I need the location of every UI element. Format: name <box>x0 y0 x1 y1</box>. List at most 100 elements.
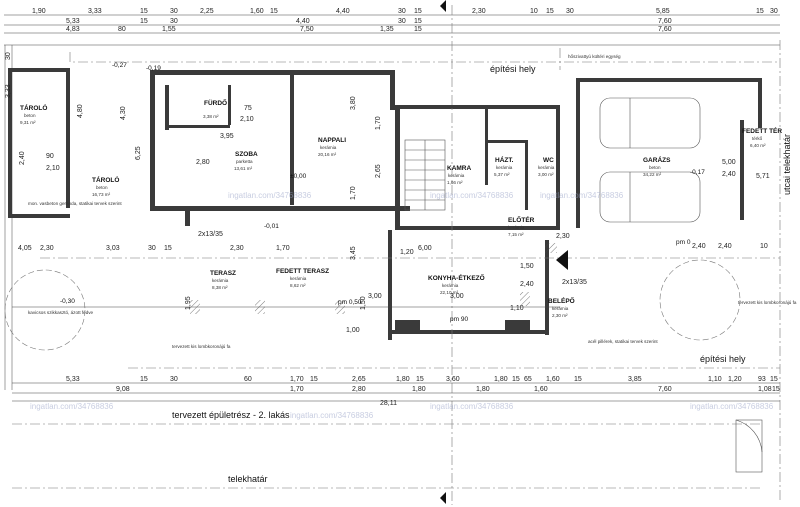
garage-cars <box>599 97 701 223</box>
dim-label: 30 <box>770 8 778 15</box>
room-covered-area: FEDETT TÉR térkő 6,40 m² <box>742 126 782 148</box>
dim-label: 15 <box>414 18 422 25</box>
room-area: 9,31 m² <box>20 120 36 125</box>
dim-label: 15 <box>512 376 520 383</box>
dim-label: 3,45 <box>350 246 357 260</box>
room-covered-terrace: FEDETT TERASZ kerámia 8,62 m² <box>276 268 329 288</box>
level-marks: ±0,00 -0,27 -0,01 -0,17 -0,30 -0,19 pm 0… <box>60 62 705 323</box>
dim-label: 1,60 <box>250 8 264 15</box>
tree-note-left: tervezett kis lombkoronájú fa <box>172 344 231 349</box>
dim-label: 3,85 <box>628 376 642 383</box>
watermark-text: ingatlan.com/34768836 <box>540 191 624 200</box>
dim-label: 65 <box>524 376 532 383</box>
plot-boundary-label: telekhatár <box>228 474 268 484</box>
dim-label: 28,11 <box>380 400 397 407</box>
dim-label: 2,10 <box>46 165 60 172</box>
dim-label: 30 <box>170 8 178 15</box>
level-mark: -0,01 <box>264 223 279 230</box>
level-mark: -0,27 <box>112 62 127 69</box>
level-mark: -0,30 <box>60 298 75 305</box>
room-name: WC <box>543 157 554 164</box>
dim-label: 30 <box>170 376 178 383</box>
watermark-text: ingatlan.com/34768836 <box>228 191 312 200</box>
dim-label: 5,71 <box>756 173 770 180</box>
watermark-text: ingatlan.com/34768836 <box>690 402 774 411</box>
dim-label: 4,80 <box>77 104 84 118</box>
dim-label: 1,08 <box>758 386 772 393</box>
room-name: TERASZ <box>210 270 236 277</box>
dim-label: 2,80 <box>352 386 366 393</box>
level-mark: -0,19 <box>146 65 161 72</box>
dim-label: 2,30 <box>472 8 486 15</box>
room-terrace: TERASZ kerámia 8,38 m² <box>210 270 236 290</box>
dim-label: 1,10 <box>708 376 722 383</box>
dim-label: 30 <box>170 18 178 25</box>
dim-label: 1,70 <box>375 116 382 130</box>
dim-label: 5,33 <box>66 376 80 383</box>
bottom-dimension-row-4: 4,05 2,30 3,03 30 15 2,30 1,70 6,00 2,30… <box>18 233 768 252</box>
dim-label: 3,03 <box>106 245 120 252</box>
dim-label: 2,65 <box>375 164 382 178</box>
dim-label: 1,55 <box>162 26 176 33</box>
gravel-note: kavicsos szikkasztó, ázott fedve <box>28 310 94 315</box>
dim-label: 15 <box>140 8 148 15</box>
dim-label: 4,40 <box>296 18 310 25</box>
room-area: 22,10 m² <box>440 290 459 295</box>
dim-label: 1,80 <box>412 386 426 393</box>
dim-label: 2x13/35 <box>562 279 587 286</box>
dim-label: 10 <box>530 8 538 15</box>
room-area: 6,40 m² <box>750 143 766 148</box>
room-labels: TÁROLÓ beton 9,31 m² TÁROLÓ beton 16,73 … <box>20 98 782 318</box>
bottom-dimension-row-3: 28,11 <box>380 400 397 407</box>
top-dimension-row-3: 4,83 80 1,55 7,50 1,35 15 7,60 <box>66 26 672 33</box>
dim-label: 1,95 <box>185 296 192 310</box>
dim-label: 1,70 <box>290 376 304 383</box>
dim-label: 3,33 <box>88 8 102 15</box>
dim-label: 1,20 <box>400 249 414 256</box>
room-finish: kerámia <box>442 283 459 288</box>
dim-label: 2x13/35 <box>198 231 223 238</box>
room-finish: beton <box>96 185 108 190</box>
dim-label: 3,00 <box>450 293 464 300</box>
dim-label: 15 <box>414 26 422 33</box>
room-finish: kerámia <box>290 276 307 281</box>
staircase <box>404 139 446 211</box>
bottom-dimension-lines <box>12 306 780 402</box>
bottom-dimension-row-1: 5,33 15 30 60 1,70 15 2,65 1,80 15 3,60 … <box>66 376 778 383</box>
room-area: 16,73 m² <box>92 192 111 197</box>
dim-label: 1,50 <box>360 296 367 310</box>
dim-label: 2,30 <box>556 233 570 240</box>
dim-label: 3,00 <box>368 293 382 300</box>
dim-label: 7,60 <box>658 386 672 393</box>
room-entrance: BELÉPŐ kerámia 2,30 m² <box>548 296 575 318</box>
room-wc: WC kerámia 3,00 m² <box>538 157 555 177</box>
room-name: TÁROLÓ <box>92 175 119 184</box>
dim-label: 75 <box>244 105 252 112</box>
dim-label: 2,40 <box>718 243 732 250</box>
building-zone-label-bottom: építési hely <box>700 354 746 364</box>
tree-note-right: tervezett kis lombkoronájú fa <box>738 300 797 305</box>
dim-label: 1,80 <box>494 376 508 383</box>
beam-note: mon. vasbeton gerenda, statikai tervek s… <box>28 201 122 206</box>
dim-label: 3,80 <box>350 96 357 110</box>
inner-dimensions: 75 2,10 90 2,10 3,95 2,80 5,00 2,40 5,71… <box>46 105 770 334</box>
room-area: 7,15 m² <box>508 232 524 237</box>
dim-label: 1,20 <box>728 376 742 383</box>
level-mark: ±0,00 <box>290 173 307 180</box>
room-name: FEDETT TERASZ <box>276 268 329 275</box>
heat-pump-note: hőszivattyú kültéri egység <box>568 54 621 59</box>
dim-label: 5,85 <box>656 8 670 15</box>
dim-label: 30 <box>148 245 156 252</box>
dim-label: 2,40 <box>19 151 26 165</box>
watermark-text: ingatlan.com/34768836 <box>30 402 114 411</box>
room-area: 8,38 m² <box>212 285 228 290</box>
room-finish: kerámia <box>538 165 555 170</box>
room-name: KONYHA-ÉTKEZŐ <box>428 273 485 282</box>
dim-label: 1,10 <box>510 305 524 312</box>
room-name: FÜRDŐ <box>204 98 227 107</box>
dim-label: 15 <box>270 8 278 15</box>
dim-label: 7,60 <box>658 18 672 25</box>
room-area: 5,37 m² <box>494 172 510 177</box>
dim-label: 5,00 <box>722 159 736 166</box>
dim-label: 1,35 <box>380 26 394 33</box>
